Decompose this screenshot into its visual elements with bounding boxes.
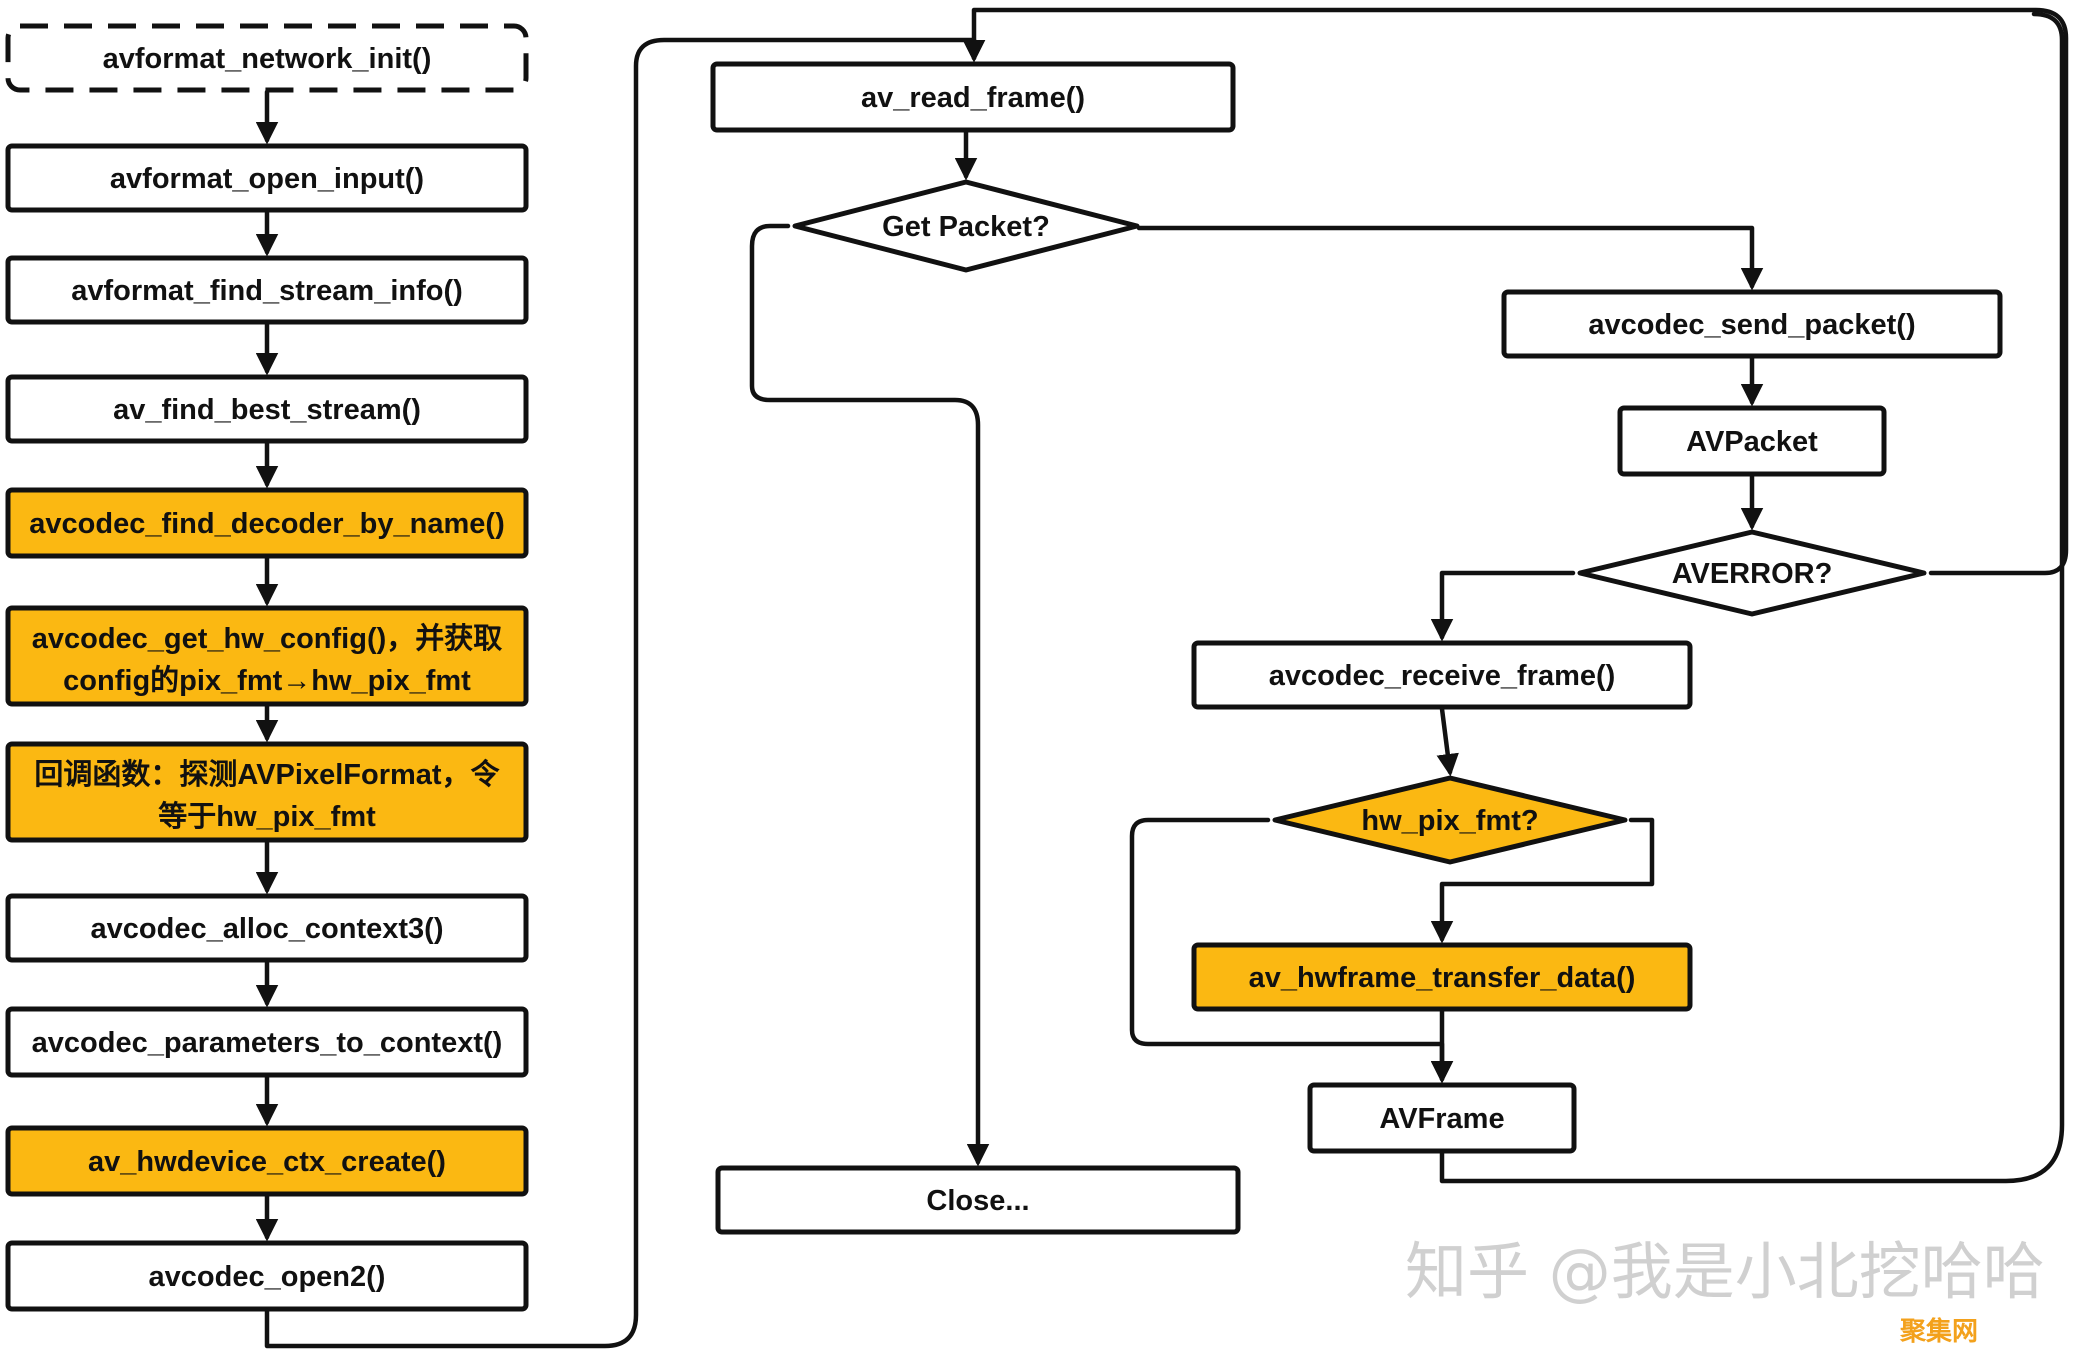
node-callback: 回调函数：探测AVPixelFormat，令 等于hw_pix_fmt bbox=[5, 741, 529, 843]
node-read-frame-label: av_read_frame() bbox=[861, 82, 1085, 114]
node-open-input-label: avformat_open_input() bbox=[110, 163, 424, 195]
node-alloc-context-label: avcodec_alloc_context3() bbox=[91, 913, 444, 945]
edge-receive-frame-to-hw-pix-fmt bbox=[1436, 706, 1459, 777]
node-open2: avcodec_open2() bbox=[5, 1240, 529, 1312]
site-logo-text: 聚集网 bbox=[1899, 1316, 1978, 1347]
right-flow-edges bbox=[749, 7, 2069, 1184]
node-get-packet: Get Packet? bbox=[792, 179, 1140, 273]
node-send-packet-label: avcodec_send_packet() bbox=[1588, 309, 1915, 341]
node-hw-pix-fmt-label: hw_pix_fmt? bbox=[1361, 805, 1538, 837]
edge-avframe-loop-to-read-frame bbox=[1439, 11, 2065, 1184]
node-find-best-stream: av_find_best_stream() bbox=[5, 374, 529, 444]
watermark-text: 知乎 @我是小北挖哈哈 bbox=[1405, 1235, 2045, 1308]
node-open-input: avformat_open_input() bbox=[5, 143, 529, 213]
node-receive-frame-label: avcodec_receive_frame() bbox=[1269, 660, 1616, 692]
node-find-decoder: avcodec_find_decoder_by_name() bbox=[5, 487, 529, 559]
node-transfer-data-label: av_hwframe_transfer_data() bbox=[1249, 962, 1636, 994]
node-callback-line2: 等于hw_pix_fmt bbox=[158, 799, 376, 833]
node-hw-pix-fmt: hw_pix_fmt? bbox=[1272, 775, 1628, 865]
node-transfer-data: av_hwframe_transfer_data() bbox=[1191, 942, 1693, 1012]
edge-hw-pix-fmt-to-transfer-data bbox=[1430, 817, 1655, 944]
edge-open2-to-read-frame bbox=[264, 37, 986, 1349]
node-alloc-context: avcodec_alloc_context3() bbox=[5, 893, 529, 963]
edge-averror-loop-to-read-frame bbox=[962, 7, 2069, 576]
node-get-hw-config-line1: avcodec_get_hw_config()，并获取 bbox=[32, 622, 503, 655]
node-read-frame: av_read_frame() bbox=[710, 61, 1236, 133]
node-get-hw-config-line2: config的pix_fmt→hw_pix_fmt bbox=[63, 663, 471, 697]
node-hwdevice-create-label: av_hwdevice_ctx_create() bbox=[88, 1146, 446, 1178]
node-get-packet-label: Get Packet? bbox=[882, 211, 1050, 243]
node-avpacket-label: AVPacket bbox=[1686, 426, 1818, 458]
edge-averror-to-receive-frame bbox=[1430, 570, 1576, 642]
node-averror-label: AVERROR? bbox=[1672, 558, 1833, 590]
node-avpacket: AVPacket bbox=[1617, 405, 1887, 477]
edge-get-packet-to-send-packet bbox=[1136, 225, 1764, 291]
node-receive-frame: avcodec_receive_frame() bbox=[1191, 640, 1693, 710]
node-averror: AVERROR? bbox=[1577, 529, 1927, 617]
node-open2-label: avcodec_open2() bbox=[149, 1261, 386, 1293]
node-network-init: avformat_network_init() bbox=[5, 23, 529, 93]
edge-hw-pix-fmt-to-avframe bbox=[1129, 817, 1454, 1084]
edge-get-packet-to-close bbox=[749, 223, 990, 1167]
node-callback-line1: 回调函数：探测AVPixelFormat，令 bbox=[34, 757, 500, 791]
node-find-stream-info: avformat_find_stream_info() bbox=[5, 255, 529, 325]
node-send-packet: avcodec_send_packet() bbox=[1501, 289, 2003, 359]
node-find-best-stream-label: av_find_best_stream() bbox=[113, 394, 421, 426]
node-close-label: Close... bbox=[926, 1185, 1029, 1217]
node-network-init-label: avformat_network_init() bbox=[103, 43, 432, 75]
node-find-stream-info-label: avformat_find_stream_info() bbox=[71, 275, 463, 307]
node-avframe-label: AVFrame bbox=[1379, 1103, 1504, 1135]
node-hwdevice-create: av_hwdevice_ctx_create() bbox=[5, 1125, 529, 1197]
node-close: Close... bbox=[715, 1165, 1241, 1235]
node-get-hw-config: avcodec_get_hw_config()，并获取 config的pix_f… bbox=[5, 605, 529, 707]
node-params-to-context: avcodec_parameters_to_context() bbox=[5, 1006, 529, 1078]
node-params-to-context-label: avcodec_parameters_to_context() bbox=[32, 1027, 503, 1059]
node-find-decoder-label: avcodec_find_decoder_by_name() bbox=[29, 508, 504, 540]
node-avframe: AVFrame bbox=[1307, 1082, 1577, 1154]
